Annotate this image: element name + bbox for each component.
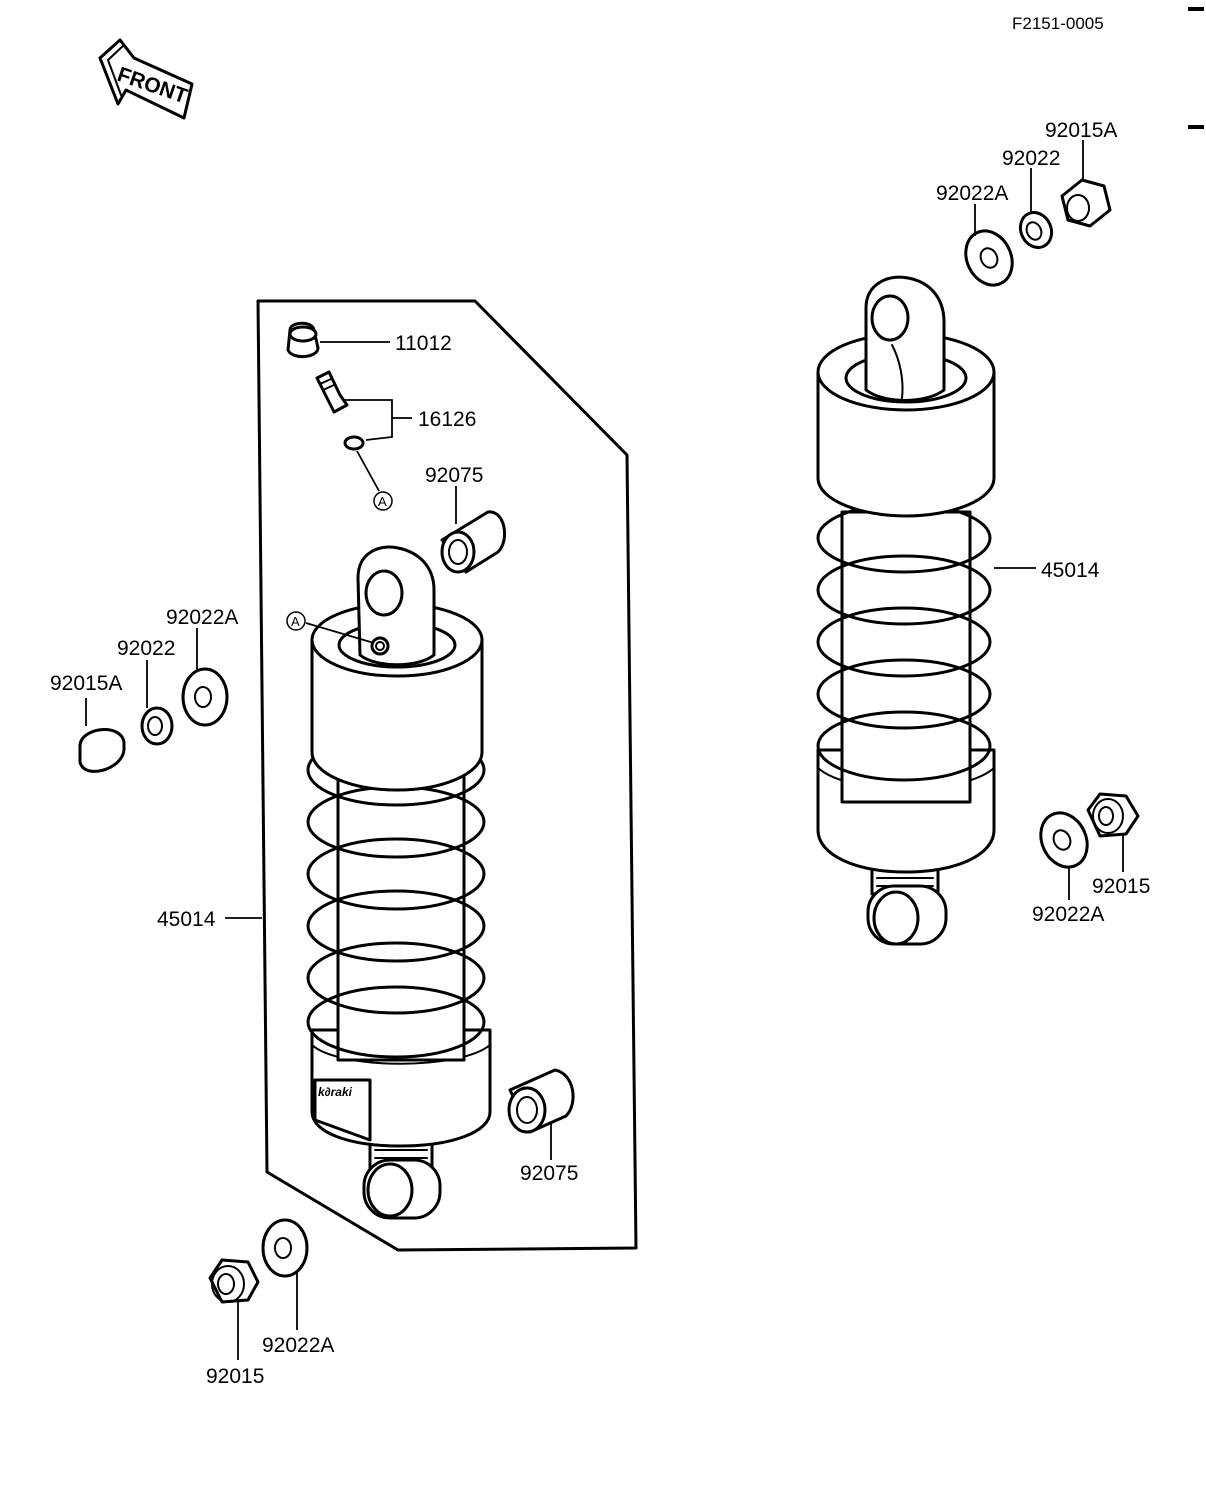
- label-92075-top: 92075: [425, 464, 483, 487]
- left-shock-absorber: k∂raki: [306, 545, 492, 1220]
- label-92075-bottom: 92075: [520, 1162, 578, 1185]
- label-92022A-left: 92022A: [166, 606, 238, 629]
- nut-92015-bottom-right: 92015: [1086, 792, 1150, 898]
- valve-16126: 16126: [315, 370, 476, 451]
- label-92022-right: 92022: [1002, 147, 1060, 170]
- label-92015A-right: 92015A: [1045, 119, 1117, 142]
- label-16126: 16126: [418, 408, 476, 431]
- edge-mark-top: [1188, 7, 1204, 11]
- brand-marking: k∂raki: [318, 1085, 353, 1099]
- label-92015-bottom-right: 92015: [1092, 875, 1150, 898]
- cap-nut-92015A-right: 92015A: [1045, 119, 1117, 228]
- cap-nut-92015A-left: 92015A: [50, 672, 126, 773]
- cap-11012: 11012: [286, 321, 452, 358]
- assembly-frame: [256, 299, 638, 1252]
- washer-92022A-left: 92022A: [166, 606, 238, 727]
- svg-text:A: A: [378, 494, 387, 509]
- front-arrow: FRONT: [98, 38, 194, 120]
- diagram-code: F2151-0005: [1012, 14, 1104, 33]
- reference-mark-a-oring: A: [356, 450, 393, 511]
- washer-92022A-bottom-right: 92022A: [1032, 811, 1104, 926]
- label-92015A-left: 92015A: [50, 672, 122, 695]
- label-92022-left: 92022: [117, 637, 175, 660]
- reference-mark-a-shock: A: [286, 611, 375, 644]
- label-92022A-right: 92022A: [936, 182, 1008, 205]
- right-shock-absorber: [816, 275, 996, 946]
- svg-text:A: A: [291, 614, 300, 629]
- label-45014-left: 45014: [157, 908, 216, 931]
- lock-washer-92022-right: 92022: [1002, 147, 1060, 250]
- collar-92075-lower: 92075: [507, 1068, 578, 1185]
- washer-92022A-bottom-left: 92022A: [261, 1218, 334, 1357]
- collar-92075-upper: 92075: [425, 464, 507, 574]
- label-92022A-bottom-right: 92022A: [1032, 903, 1104, 926]
- washer-92022A-right: 92022A: [936, 182, 1014, 287]
- nut-92015-bottom-left: 92015: [206, 1258, 264, 1388]
- label-11012: 11012: [395, 332, 452, 355]
- edge-mark-middle: [1188, 125, 1204, 129]
- label-92022A-bottom-left: 92022A: [262, 1334, 334, 1357]
- lock-washer-92022-left: 92022: [117, 637, 175, 746]
- label-92015-bottom-left: 92015: [206, 1365, 264, 1388]
- label-45014-right: 45014: [1041, 559, 1100, 582]
